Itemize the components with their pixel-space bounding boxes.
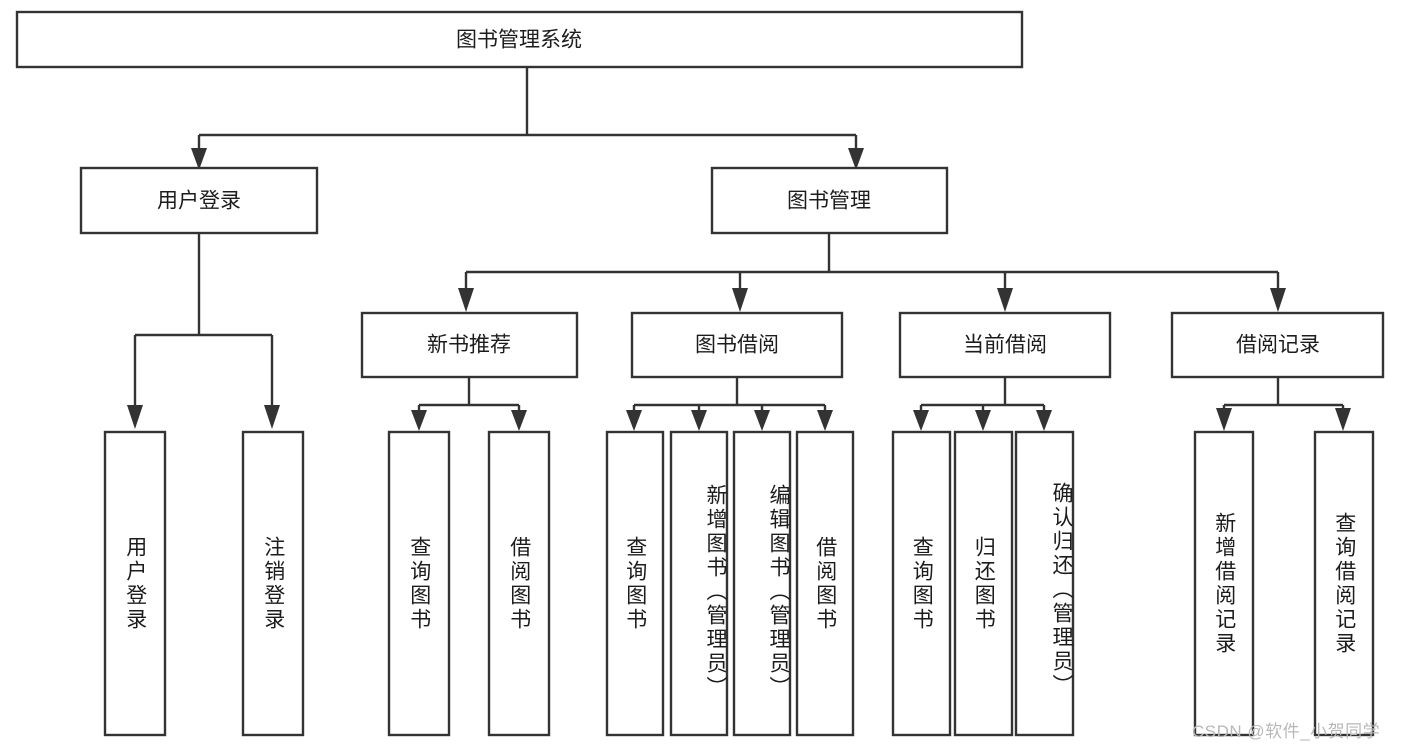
- connector-new-book-to-leaves: [411, 377, 527, 431]
- leaf-node[interactable]: [795, 430, 855, 737]
- leaf-node[interactable]: [1014, 430, 1075, 737]
- leaf-node[interactable]: [241, 430, 305, 737]
- node-label-borrow-record: 借阅记录: [1236, 334, 1320, 357]
- csdn-watermark: CSDN @软件_小贺同学: [1192, 722, 1381, 741]
- leaf-node[interactable]: [387, 430, 451, 737]
- connector-root-to-level2: [191, 67, 864, 170]
- leaf-node[interactable]: [1313, 430, 1375, 737]
- connector-user-login-to-leaves: [127, 233, 280, 429]
- leaf-node[interactable]: [605, 430, 665, 737]
- node-label-book-management: 图书管理: [787, 190, 871, 213]
- node-label-book-borrow: 图书借阅: [695, 334, 779, 357]
- node-label-new-book-recommend: 新书推荐: [427, 334, 511, 357]
- connector-borrow-record-to-leaves: [1216, 377, 1351, 431]
- leaf-node[interactable]: [891, 430, 952, 737]
- leaf-node[interactable]: [103, 430, 167, 737]
- connector-current-borrow-to-leaves: [913, 377, 1052, 431]
- node-root-system[interactable]: [15, 10, 1024, 69]
- leaf-node[interactable]: [1193, 430, 1255, 737]
- connector-book-mgmt-to-level3: [458, 233, 1286, 312]
- connector-book-borrow-to-leaves: [626, 377, 833, 431]
- leaf-node[interactable]: [487, 430, 551, 737]
- node-label-current-borrow: 当前借阅: [963, 334, 1047, 357]
- leaf-node[interactable]: [669, 430, 729, 737]
- node-new-book-recommend[interactable]: [360, 311, 579, 379]
- node-borrow-record[interactable]: [1170, 311, 1385, 379]
- node-label-user-login: 用户登录: [157, 190, 241, 213]
- node-user-login[interactable]: [79, 166, 319, 235]
- leaf-node[interactable]: [732, 430, 792, 737]
- node-book-management[interactable]: [710, 166, 949, 235]
- node-book-borrow[interactable]: [630, 311, 844, 379]
- leaf-node[interactable]: [953, 430, 1014, 737]
- node-current-borrow[interactable]: [898, 311, 1112, 379]
- root-label: 图书管理系统: [456, 29, 582, 52]
